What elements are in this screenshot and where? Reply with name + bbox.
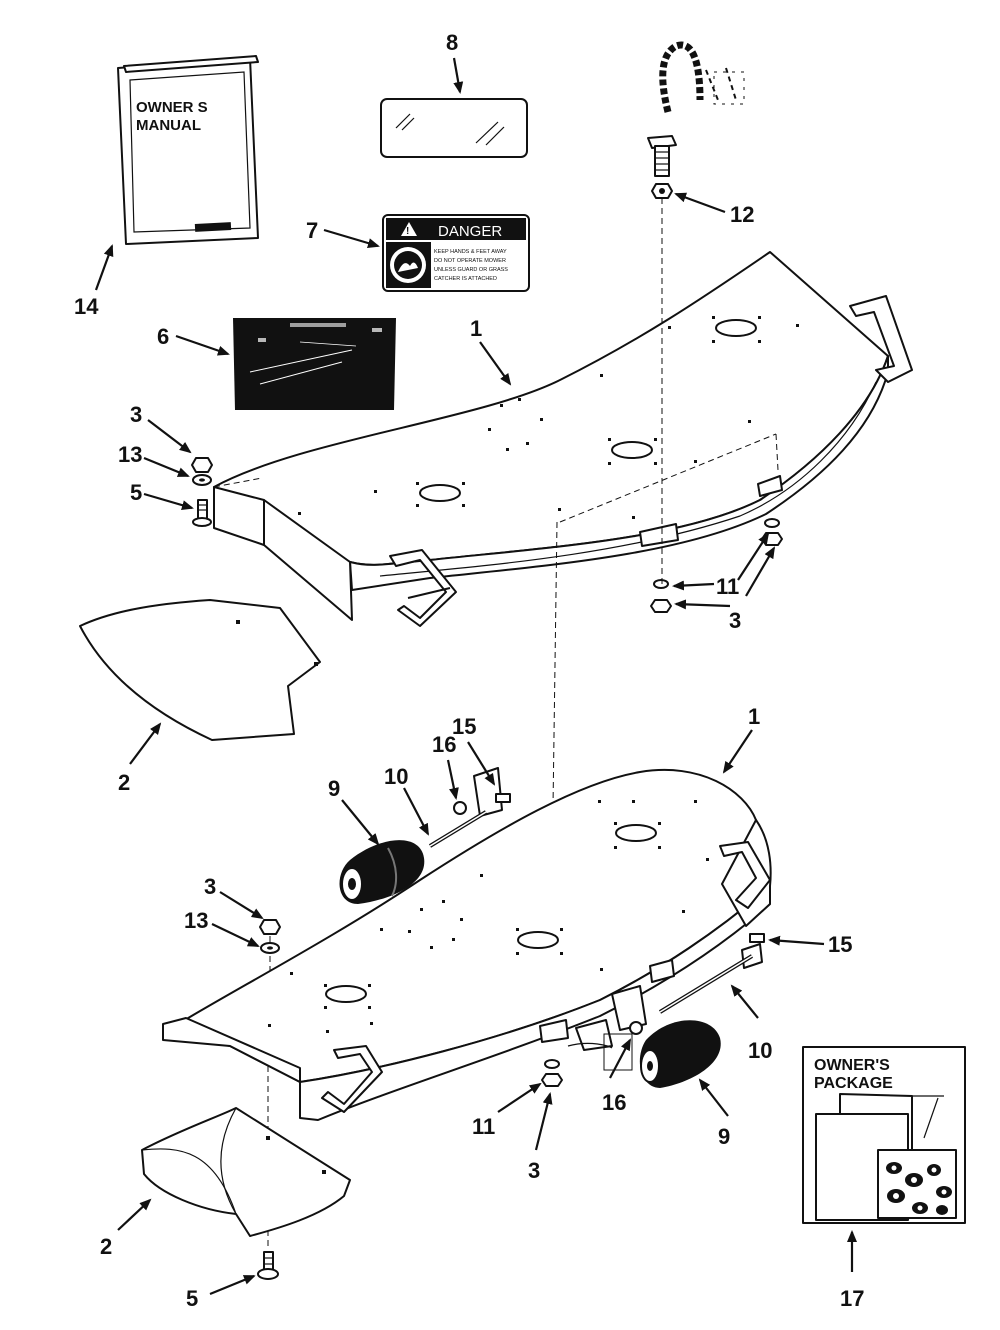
callout-8: 8: [446, 30, 458, 55]
callout-12: 12: [730, 202, 754, 227]
callout-5-upper: 5: [130, 480, 142, 505]
mower-deck-upper: [213, 251, 913, 627]
leader-arrows: [94, 57, 857, 1296]
svg-text:!: !: [406, 226, 409, 237]
callout-15-right: 15: [828, 932, 852, 957]
callout-labels: 8 12 7 14 6 1 3 13 5 11 3 2 1 16 15 10 9…: [74, 30, 864, 1311]
callout-7: 7: [306, 218, 318, 243]
callout-16-left: 16: [432, 732, 456, 757]
callout-3-lower-left: 3: [204, 874, 216, 899]
discharge-guard-upper: [79, 599, 321, 741]
callout-11-lower: 11: [472, 1114, 495, 1139]
danger-decal: ! DANGER KEEP HANDS & FEET AWAY DO NOT O…: [382, 214, 530, 292]
callout-1-upper: 1: [470, 316, 482, 341]
callout-5-lower: 5: [186, 1286, 198, 1311]
callout-10-left: 10: [384, 764, 408, 789]
danger-header: DANGER: [438, 223, 502, 240]
chain-bolt-assembly: [647, 41, 745, 199]
owners-package: OWNER'S PACKAGE: [802, 1046, 966, 1224]
danger-line2: DO NOT OPERATE MOWER: [434, 258, 506, 264]
callout-16-right: 16: [602, 1090, 626, 1115]
discharge-guard-lower: [141, 1107, 351, 1237]
callout-3-lower-right: 3: [528, 1158, 540, 1183]
danger-line1: KEEP HANDS & FEET AWAY: [434, 249, 507, 255]
callout-3-upper-right: 3: [729, 608, 741, 633]
package-title-line1: OWNER'S: [814, 1057, 890, 1074]
hardware-lower-left: [259, 919, 281, 954]
callout-17: 17: [840, 1286, 864, 1311]
callout-2-lower: 2: [100, 1234, 112, 1259]
callout-9-left: 9: [328, 776, 340, 801]
danger-line3: UNLESS GUARD OR GRASS: [434, 267, 508, 273]
callout-13-upper: 13: [118, 442, 142, 467]
callout-15-left: 15: [452, 714, 476, 739]
callout-6: 6: [157, 324, 169, 349]
callout-14: 14: [74, 294, 99, 319]
callout-1-lower: 1: [748, 704, 760, 729]
manual-title-line2: MANUAL: [136, 117, 201, 134]
clear-window-part: [380, 98, 528, 158]
owners-manual: OWNER S MANUAL: [117, 55, 259, 245]
manual-title-line1: OWNER S: [136, 99, 208, 116]
callout-11-upper: 11: [716, 574, 739, 599]
instruction-decal: [233, 318, 396, 410]
callout-13-lower: 13: [184, 908, 208, 933]
package-title-line2: PACKAGE: [814, 1075, 893, 1092]
callout-9-right: 9: [718, 1124, 730, 1149]
hardware-upper-left: [191, 457, 213, 527]
callout-3-upper-left: 3: [130, 402, 142, 427]
callout-2-upper: 2: [118, 770, 130, 795]
danger-line4: CATCHER IS ATTACHED: [434, 276, 497, 282]
bolt-lower: [257, 1251, 279, 1280]
roller-assembly-right: [603, 933, 765, 1088]
callout-10-right: 10: [748, 1038, 772, 1063]
mower-deck-lower: [162, 768, 772, 1121]
